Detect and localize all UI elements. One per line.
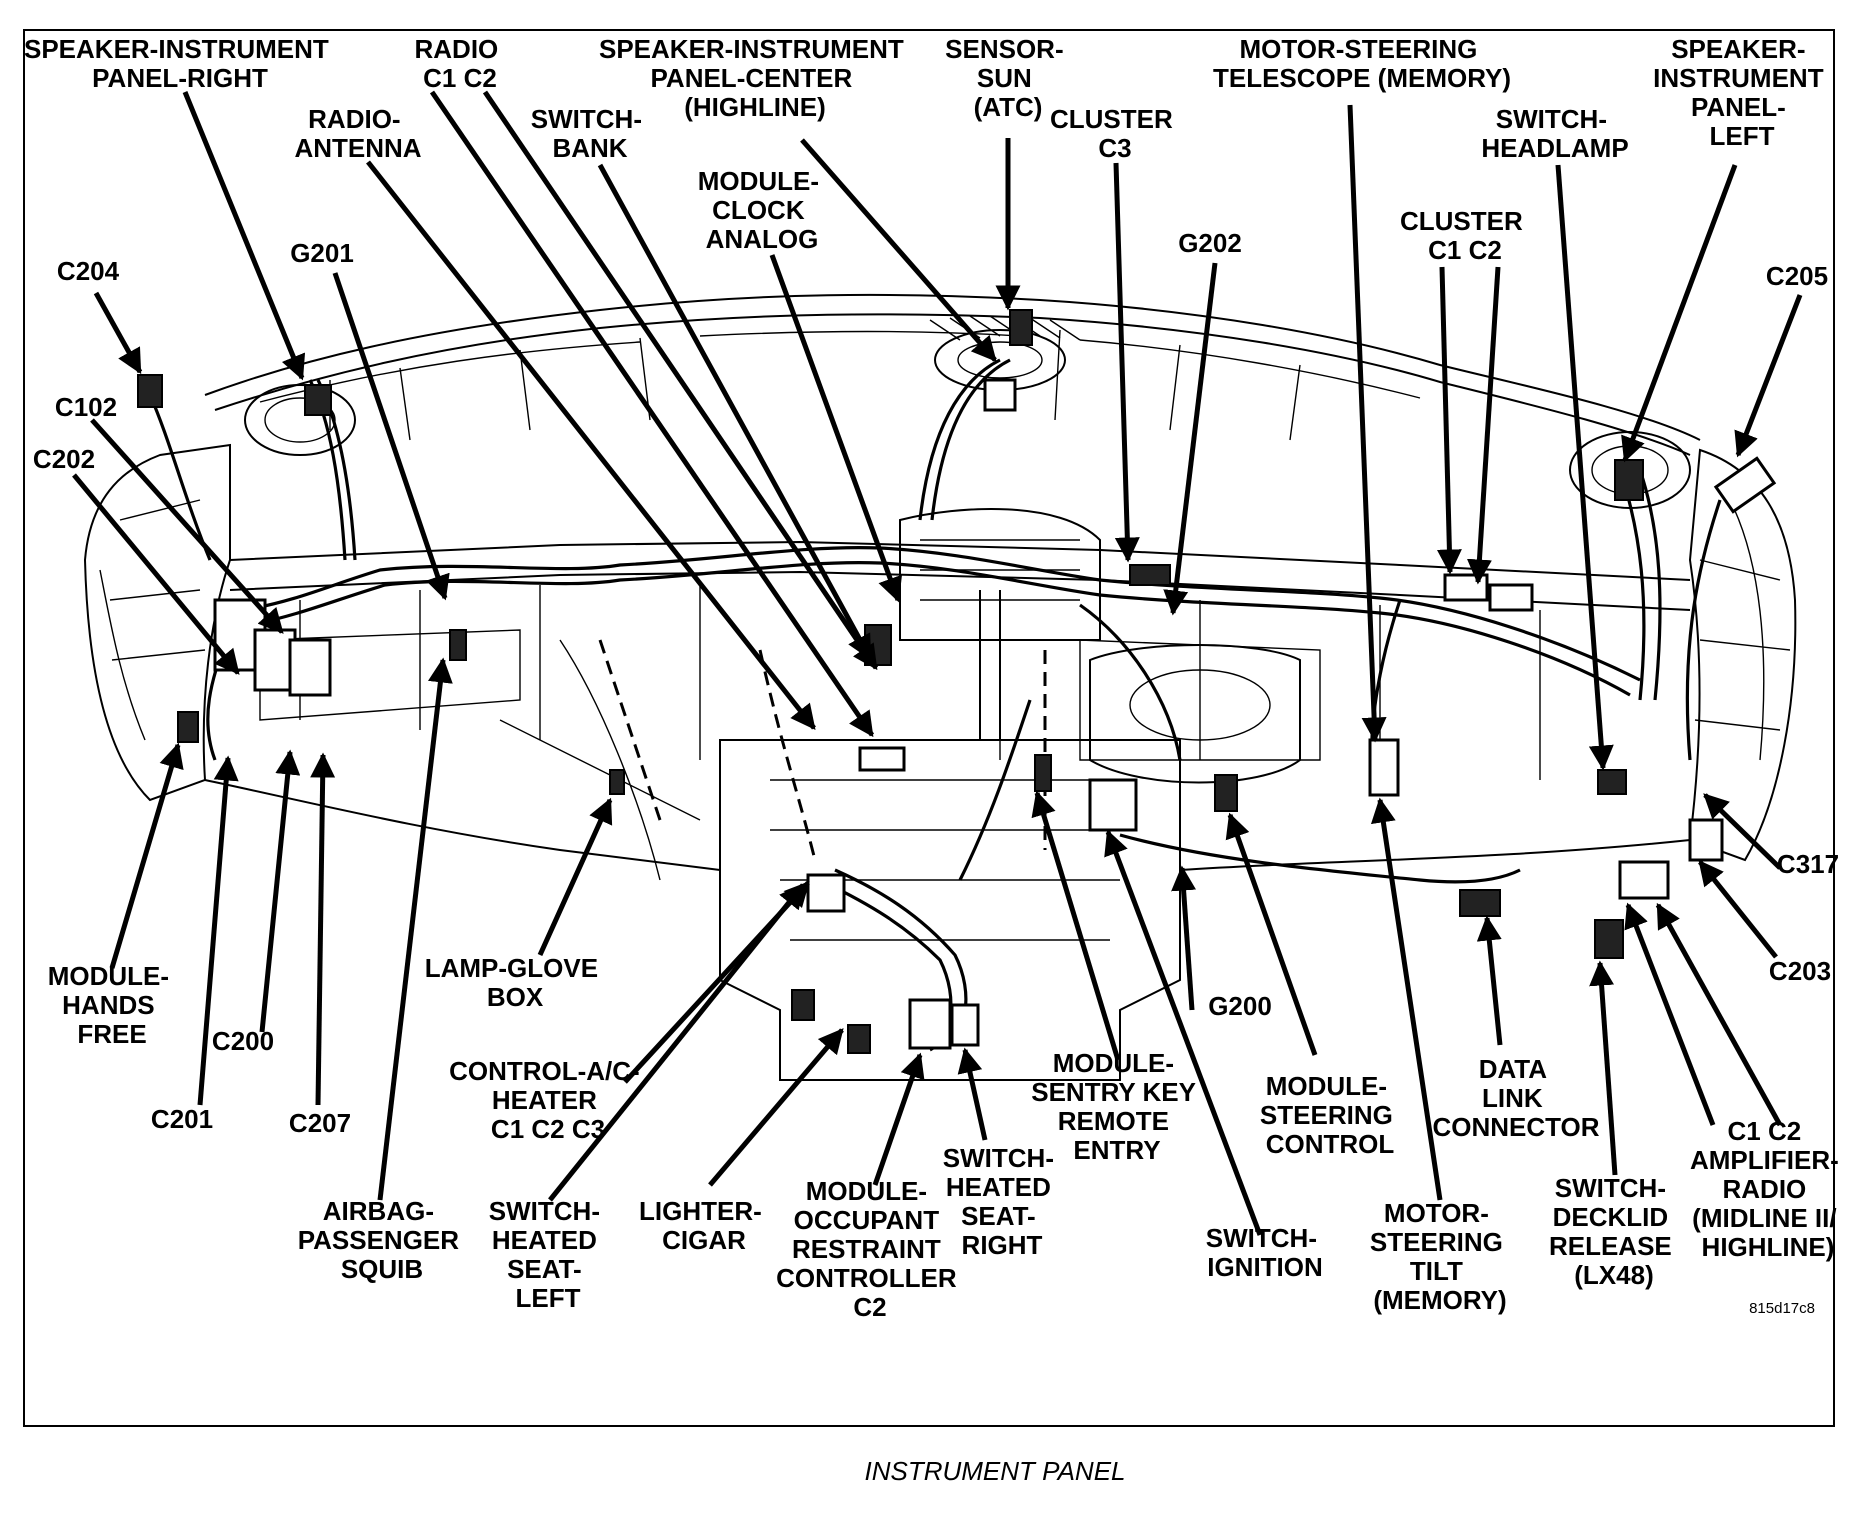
label-module-steering-control: MODULE- STEERING CONTROL [1260,1071,1400,1159]
label-cluster-c3: CLUSTER C3 [1050,104,1180,163]
label-lamp-glove-box: LAMP-GLOVE BOX [425,953,606,1012]
label-control-ac-heater: CONTROL-A/C- HEATER C1 C2 C3 [449,1056,647,1144]
label-switch-bank: SWITCH- BANK [531,104,649,163]
label-module-sentry-key-remote-entry: MODULE- SENTRY KEY REMOTE ENTRY [1031,1048,1202,1165]
labels: SPEAKER-INSTRUMENT PANEL-RIGHT RADIO C1 … [24,34,1846,1322]
figure-frame [23,29,1835,1427]
label-g201: G201 [290,238,354,268]
label-switch-heated-seat-right: SWITCH- HEATED SEAT- RIGHT [943,1143,1061,1260]
label-c201: C201 [151,1104,213,1134]
label-c202: C202 [33,444,95,474]
label-motor-steering-tilt: MOTOR- STEERING TILT (MEMORY) [1370,1198,1510,1315]
label-module-occupant-restraint-controller: MODULE- OCCUPANT RESTRAINT CONTROLLER C2 [776,1176,964,1322]
label-airbag-passenger-squib: AIRBAG- PASSENGER SQUIB [298,1196,467,1284]
figure-reference-code: 815d17c8 [1749,1300,1815,1317]
leader-lines [72,90,1803,1236]
label-data-link-connector: DATA LINK CONNECTOR [1432,1054,1599,1142]
label-speaker-instrument-panel-center: SPEAKER-INSTRUMENT PANEL-CENTER (HIGHLIN… [599,34,911,122]
label-sensor-sun: SENSOR- SUN (ATC) [945,34,1071,122]
label-switch-heated-seat-left: SWITCH- HEATED SEAT- LEFT [489,1196,607,1313]
label-c200: C200 [212,1026,274,1056]
label-module-hands-free: MODULE- HANDS FREE [48,961,177,1049]
figure-caption: INSTRUMENT PANEL [865,1456,1126,1486]
label-module-clock-analog: MODULE- CLOCK ANALOG [698,166,827,254]
label-radio: RADIO C1 C2 [414,34,505,93]
label-switch-ignition: SWITCH- IGNITION [1206,1223,1324,1282]
label-c204: C204 [57,256,120,286]
label-cluster-c1-c2: CLUSTER C1 C2 [1400,206,1530,265]
label-c205: C205 [1766,261,1828,291]
label-c317: C317 [1777,849,1839,879]
label-motor-steering-telescope: MOTOR-STEERING TELESCOPE (MEMORY) [1213,34,1511,93]
label-c207: C207 [289,1108,351,1138]
label-g202: G202 [1178,228,1242,258]
label-speaker-instrument-panel-right: SPEAKER-INSTRUMENT PANEL-RIGHT [24,34,336,93]
label-switch-headlamp: SWITCH- HEADLAMP [1481,104,1628,163]
label-lighter-cigar: LIGHTER- CIGAR [639,1196,769,1255]
label-amplifier-radio: C1 C2 AMPLIFIER- RADIO (MIDLINE II/ HIGH… [1690,1116,1846,1262]
label-c203: C203 [1769,956,1831,986]
connectors [137,309,1777,1054]
label-speaker-instrument-panel-left: SPEAKER- INSTRUMENT PANEL- LEFT [1653,34,1831,151]
label-g200: G200 [1208,991,1272,1021]
label-c102: C102 [55,392,117,422]
label-radio-antenna: RADIO- ANTENNA [294,104,421,163]
label-switch-decklid-release: SWITCH- DECKLID RELEASE (LX48) [1549,1173,1679,1290]
